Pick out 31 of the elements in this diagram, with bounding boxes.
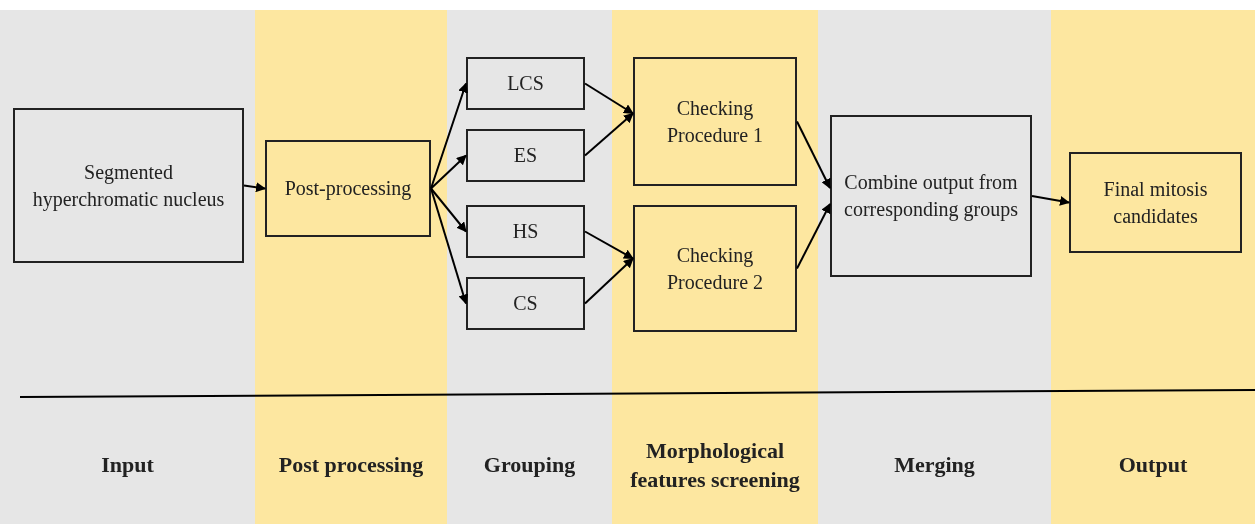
arrow bbox=[243, 182, 266, 193]
arrow bbox=[584, 257, 634, 305]
process-box: ES bbox=[466, 129, 585, 182]
column-label: Input bbox=[100, 450, 155, 479]
column-band bbox=[612, 10, 818, 524]
column-label: Merging bbox=[893, 450, 976, 479]
process-box: Segmented hyperchromatic nucleus bbox=[13, 108, 244, 263]
process-box: Post-processing bbox=[265, 140, 431, 237]
process-box: CS bbox=[466, 277, 585, 330]
process-box: Checking Procedure 2 bbox=[633, 205, 797, 332]
column-label: Grouping bbox=[482, 450, 577, 479]
process-box: Combine output from corresponding groups bbox=[830, 115, 1032, 277]
process-box: HS bbox=[466, 205, 585, 258]
column-band bbox=[0, 10, 255, 524]
arrow bbox=[584, 230, 634, 260]
process-box: Checking Procedure 1 bbox=[633, 57, 797, 186]
column-label: Morphological features screening bbox=[629, 437, 801, 494]
arrow bbox=[584, 112, 634, 157]
column-band bbox=[1051, 10, 1255, 524]
arrow bbox=[584, 82, 634, 115]
column-band bbox=[818, 10, 1051, 524]
column-label: Output bbox=[1117, 450, 1189, 479]
arrow bbox=[430, 82, 468, 190]
process-box: LCS bbox=[466, 57, 585, 110]
column-label: Post processing bbox=[277, 450, 425, 479]
column-band bbox=[255, 10, 447, 524]
arrow bbox=[430, 187, 467, 233]
process-box: Final mitosis candidates bbox=[1069, 152, 1242, 253]
arrow bbox=[430, 154, 467, 190]
arrow bbox=[430, 187, 469, 305]
column-band bbox=[447, 10, 612, 524]
